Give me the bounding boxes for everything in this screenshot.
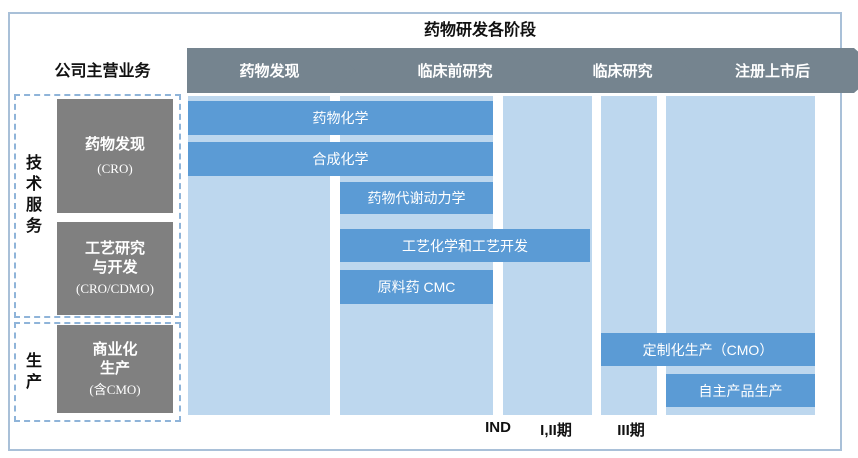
milestone-phase-3: III期 — [617, 422, 645, 439]
stage-label: 药物发现 — [239, 63, 300, 80]
stage-label: 注册上市后 — [734, 63, 810, 80]
bar-proprietary-product-manufacturing: 自主产品生产 — [666, 374, 815, 407]
stage-post-registration: 注册上市后 — [665, 48, 858, 93]
box-line: (含CMO) — [89, 381, 141, 397]
group-label-production: 生产 — [23, 352, 40, 394]
company-business-header: 公司主营业务 — [54, 63, 151, 80]
bar-synthetic-chemistry: 合成化学 — [188, 142, 493, 176]
box-line: 工艺研究 — [84, 240, 145, 257]
box-line: (CRO) — [97, 160, 133, 176]
diagram-title: 药物研发各阶段 — [423, 22, 536, 39]
box-line: 药物发现 — [84, 135, 145, 153]
group-label-technical-services: 技术服务 — [23, 154, 40, 238]
bar-process-chemistry-development: 工艺化学和工艺开发 — [340, 229, 590, 262]
stage-label: 临床前研究 — [417, 63, 493, 80]
bar-api-cmc: 原料药 CMC — [340, 270, 493, 304]
bar-custom-manufacturing-cmo: 定制化生产（CMO） — [601, 333, 815, 366]
box-line: (CRO/CDMO) — [75, 281, 154, 296]
box-line: 与开发 — [92, 259, 138, 276]
column-phase-3 — [601, 96, 657, 415]
box-process-rd-cro-cdmo: 工艺研究 与开发 (CRO/CDMO) — [57, 222, 173, 315]
bar-dmpk: 药物代谢动力学 — [340, 182, 493, 214]
column-post-registration — [666, 96, 815, 415]
group-box-production — [14, 322, 181, 422]
box-commercial-production-cmo: 商业化 生产 (含CMO) — [57, 325, 173, 413]
milestone-ind: IND — [485, 419, 511, 436]
milestone-phase-1-2: I,II期 — [540, 422, 572, 439]
stage-label: 临床研究 — [592, 63, 653, 80]
box-line: 生产 — [99, 359, 130, 377]
group-box-technical-services — [14, 94, 181, 318]
box-line: 商业化 — [92, 340, 138, 358]
bar-medicinal-chemistry: 药物化学 — [188, 101, 493, 135]
box-drug-discovery-cro: 药物发现 (CRO) — [57, 99, 173, 213]
